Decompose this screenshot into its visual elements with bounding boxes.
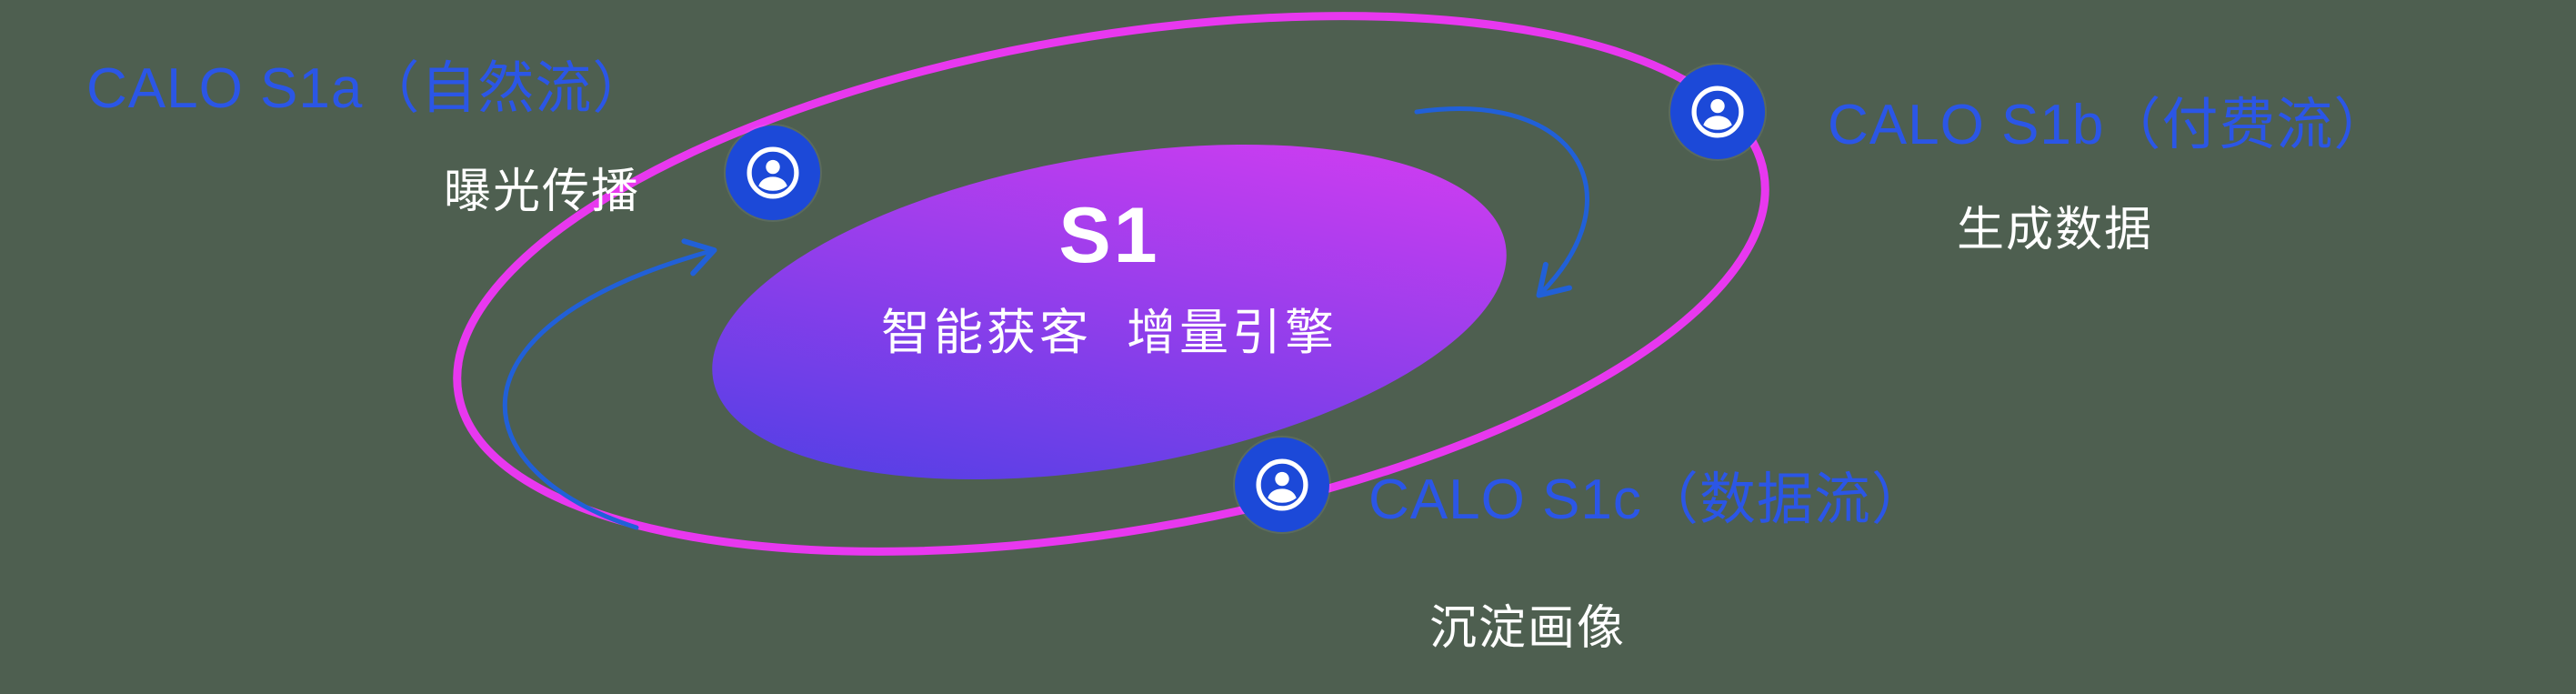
user-circle-icon xyxy=(1691,85,1744,138)
label-s1b: CALO S1b（付费流） xyxy=(1828,94,2391,156)
core-title: S1 xyxy=(1058,192,1160,279)
node-s1b xyxy=(1670,65,1765,159)
user-circle-icon xyxy=(747,146,799,199)
curved-arrow-right xyxy=(1414,106,1589,298)
orbit-ring xyxy=(453,12,1769,556)
node-s1c xyxy=(1235,438,1329,532)
label-s1a: CALO S1a（自然流） xyxy=(86,57,650,120)
sublabel-s1a: 曝光传播 xyxy=(444,166,641,218)
node-s1a xyxy=(726,126,820,220)
label-s1c: CALO S1c（数据流） xyxy=(1368,468,1929,531)
sublabel-s1b: 生成数据 xyxy=(1957,204,2154,256)
user-circle-icon xyxy=(1256,458,1308,511)
core-label-group: S1 智能获客 增量引擎 xyxy=(846,193,1373,364)
core-subtitle: 智能获客 增量引擎 xyxy=(880,305,1338,360)
core-ellipse xyxy=(712,144,1507,480)
sublabel-s1c: 沉淀画像 xyxy=(1429,602,1627,655)
curved-arrow-left xyxy=(502,238,717,530)
